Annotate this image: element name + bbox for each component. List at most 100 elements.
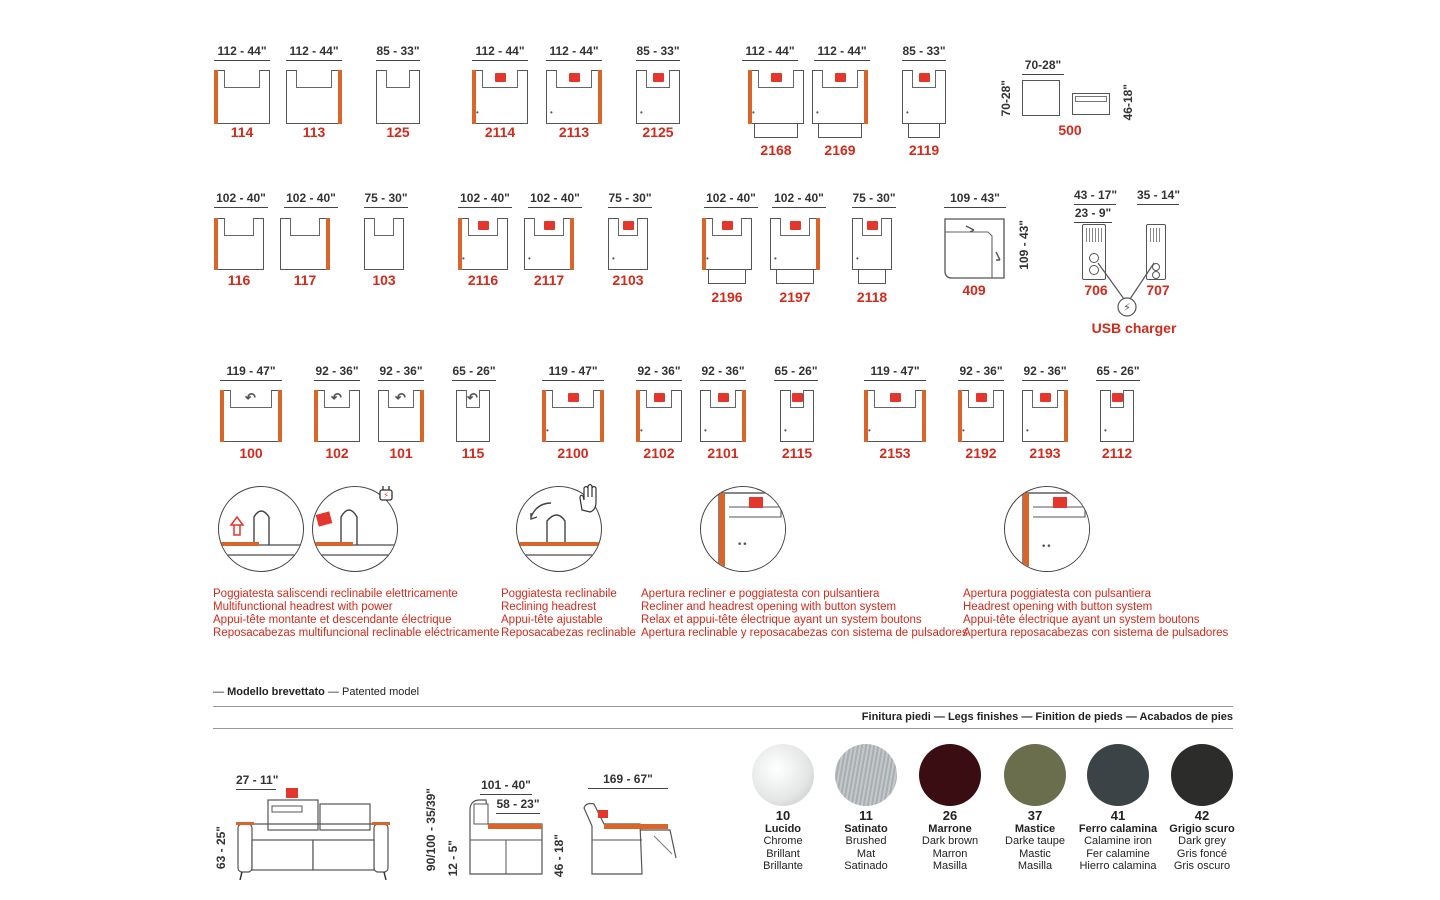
- dim-label: 112 - 44": [286, 44, 342, 61]
- dim-label: 112 - 44": [214, 44, 270, 61]
- module-code: 2100: [557, 445, 589, 461]
- dim-label: 85 - 33": [376, 44, 420, 61]
- dim-label: 58 - 23": [496, 797, 540, 814]
- dim-label: 23 - 9": [1074, 206, 1112, 223]
- module-code: 2103: [612, 272, 644, 288]
- finish-swatch: [919, 744, 981, 806]
- arm-accent: [420, 390, 424, 442]
- caption-headrest-button: Apertura poggiatesta con pulsantiera Hea…: [963, 588, 1229, 639]
- caption-recliner-button: Apertura recliner e poggiatesta con puls…: [641, 588, 968, 639]
- dim-label: 35 - 14": [1137, 188, 1180, 205]
- svg-text:••: ••: [737, 540, 748, 550]
- arm-accent: [542, 390, 546, 442]
- module-code: 2114: [484, 124, 516, 140]
- arm-accent: [570, 218, 574, 270]
- caption-power-headrest: Poggiatesta saliscendi reclinabile elett…: [213, 588, 500, 639]
- dim-label: 27 - 11": [236, 773, 278, 790]
- module-code: 2115: [781, 445, 813, 461]
- dim-label: 169 - 67": [588, 772, 668, 789]
- dim-label: 12 - 5": [446, 840, 460, 877]
- module-code: 706: [1084, 282, 1108, 298]
- dim-label: 46 - 18": [552, 834, 566, 878]
- arm-accent: [326, 218, 330, 270]
- dim-label: 65 - 26": [774, 364, 818, 381]
- arm-accent: [636, 390, 640, 442]
- dim-label: 46-18": [1121, 84, 1135, 121]
- module-code: 2125: [642, 124, 674, 140]
- dim-label: 102 - 40": [772, 191, 826, 208]
- arm-accent: [816, 218, 820, 270]
- dim-label: 65 - 26": [1096, 364, 1140, 381]
- dim-label: 75 - 30": [608, 191, 652, 208]
- module-code: 102: [325, 445, 349, 461]
- power-headrest-icon: [771, 73, 782, 82]
- module-code: 2168: [760, 142, 792, 158]
- hand-icon: [574, 482, 602, 514]
- arm-accent: [1064, 390, 1068, 442]
- dim-label: 85 - 33": [902, 44, 946, 61]
- dim-label: 92 - 36": [378, 364, 424, 381]
- dim-label: 63 - 25": [214, 826, 228, 870]
- power-headrest-icon: [1040, 393, 1051, 402]
- module-code: 115: [461, 445, 485, 461]
- recliner-extension: [818, 124, 862, 138]
- feature-headrest-button: ••: [1004, 486, 1090, 572]
- dim-label: 43 - 17": [1074, 188, 1117, 205]
- arm-accent: [314, 390, 318, 442]
- arm-accent: [598, 70, 602, 124]
- module-code: 2112: [1101, 445, 1133, 461]
- module-code: 2118: [856, 289, 888, 305]
- power-headrest-icon: [919, 73, 930, 82]
- dim-label: 119 - 47": [864, 364, 926, 381]
- finish-swatch: [1087, 744, 1149, 806]
- svg-text:••: ••: [1041, 542, 1052, 552]
- finish-swatch: [752, 744, 814, 806]
- power-headrest-icon: [790, 221, 801, 230]
- module-code: 113: [302, 124, 326, 140]
- dim-label: 90/100 - 35/39": [424, 788, 438, 872]
- arm-accent: [472, 70, 476, 124]
- recliner-extension: [708, 270, 746, 284]
- dim-label: 65 - 26": [452, 364, 496, 381]
- ottoman-top-view: [1022, 80, 1060, 116]
- svg-text:⚡: ⚡: [1123, 301, 1131, 314]
- module-code: 2116: [467, 272, 499, 288]
- arm-accent: [600, 390, 604, 442]
- module-code: 117: [293, 272, 317, 288]
- usb-charger-label: USB charger: [1091, 320, 1177, 336]
- module-code: 2113: [558, 124, 590, 140]
- recline-arrow-icon: ↶: [467, 390, 478, 405]
- power-headrest-icon: [867, 221, 878, 230]
- dim-label: 101 - 40": [480, 778, 532, 795]
- power-headrest-icon: [722, 221, 733, 230]
- dim-label: 102 - 40": [284, 191, 338, 208]
- dim-label: 75 - 30": [852, 191, 896, 208]
- dim-label: 102 - 40": [528, 191, 582, 208]
- module-code: 2192: [965, 445, 997, 461]
- power-headrest-icon: [544, 221, 555, 230]
- power-headrest-icon: [792, 393, 803, 402]
- ottoman-side-view: [1072, 93, 1110, 115]
- dim-label: 112 - 44": [742, 44, 798, 61]
- dim-label: 112 - 44": [546, 44, 602, 61]
- module-code: 103: [372, 272, 396, 288]
- corner-module-drawing: [944, 218, 1005, 279]
- power-headrest-icon: [623, 221, 634, 230]
- feature-power-headrest-up: [218, 486, 304, 572]
- dim-label: 70-28": [1022, 58, 1064, 75]
- arm-accent: [214, 218, 218, 270]
- module-code: 2102: [643, 445, 675, 461]
- dim-label: 112 - 44": [814, 44, 870, 61]
- caption-reclining-headrest: Poggiatesta reclinabile Reclining headre…: [501, 588, 636, 639]
- module-code: 2101: [707, 445, 739, 461]
- dim-label: 102 - 40": [458, 191, 512, 208]
- arm-accent: [278, 390, 282, 442]
- module-code: 2196: [711, 289, 743, 305]
- recline-arrow-icon: ↶: [245, 390, 256, 405]
- power-headrest-icon: [568, 393, 579, 402]
- recline-arrow-icon: ↶: [331, 390, 342, 405]
